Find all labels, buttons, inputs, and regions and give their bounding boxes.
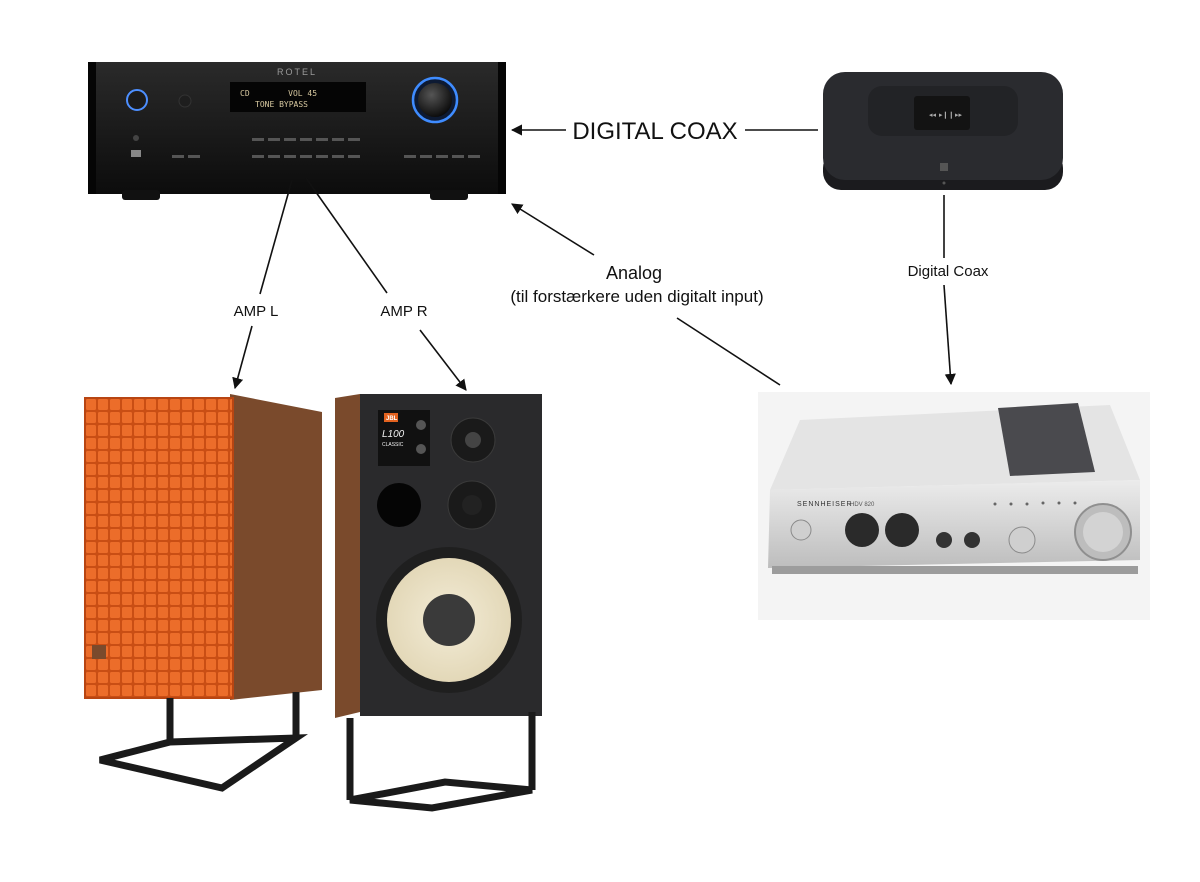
hdv-power-button-icon — [790, 519, 812, 541]
prev-icon: ◂◂ — [929, 112, 937, 119]
play-pause-icon: ▸❙❙ — [939, 111, 954, 119]
hf-level-knob-icon — [416, 420, 426, 430]
streamer-led-icon — [942, 181, 946, 185]
headphone-jack-icon — [133, 135, 139, 141]
rotel-amplifier: ROTEL CD VOL 45 TONE BYPASS — [88, 62, 506, 200]
streamer-control-panel — [914, 96, 970, 130]
amp-foot-right — [430, 190, 468, 200]
next-icon: ▸▸ — [955, 112, 963, 119]
left-speaker-badge-icon — [92, 645, 106, 659]
hdv-model: HDV 820 — [850, 502, 875, 508]
bluesound-streamer: ◂◂ ▸❙❙ ▸▸ — [823, 72, 1063, 190]
analog-sublabel: (til forstærkere uden digitalt input) — [510, 287, 763, 306]
sennheiser-headphone-amp: SENNHEISER HDV 820 — [758, 392, 1150, 620]
mf-level-knob-icon — [416, 444, 426, 454]
hdv-volume-knob-cap-icon — [1083, 512, 1123, 552]
left-speaker — [84, 394, 322, 792]
right-speaker: JBL L100 CLASSIC — [335, 394, 542, 812]
display-line-1: CD VOL 45 — [240, 89, 317, 98]
power-button-icon — [126, 89, 148, 111]
tweeter-dome-icon — [465, 432, 481, 448]
amp-l-line — [259, 179, 293, 295]
midrange-dustcap-icon — [462, 495, 482, 515]
amp-foot-left — [122, 190, 160, 200]
analog-arrow — [511, 203, 595, 256]
jack-6-3mm-icon — [936, 532, 952, 548]
analog-line — [676, 317, 781, 386]
jbl-brand: JBL — [386, 416, 398, 422]
hdv-brand: SENNHEISER — [797, 501, 853, 508]
front-buttons — [172, 138, 480, 158]
right-speaker-stand — [346, 712, 536, 812]
analog-label: Analog — [606, 263, 662, 283]
amp-r-label: AMP R — [380, 303, 427, 320]
orange-quadrex-grille — [85, 398, 233, 698]
woofer-dustcap-icon — [423, 594, 475, 646]
speaker-model-sub: CLASSIC — [382, 442, 404, 448]
speaker-model: L100 — [382, 429, 405, 440]
jbl-logo-icon — [384, 413, 398, 422]
ir-sensor-icon — [178, 94, 192, 108]
volume-knob-icon — [418, 83, 452, 117]
amp-r-arrow — [419, 329, 467, 391]
digital-coax-side-label: Digital Coax — [908, 263, 989, 280]
usb-port-icon — [131, 150, 141, 157]
jack-4-4mm-icon — [964, 532, 980, 548]
amp-r-line — [305, 177, 388, 294]
bass-port-icon — [377, 483, 421, 527]
xlr-4pin-right-icon — [885, 513, 919, 547]
amp-l-label: AMP L — [234, 303, 279, 320]
hdv-glass-top — [998, 403, 1095, 476]
hdv-indicator-leds — [993, 501, 1077, 506]
display-line-2: TONE BYPASS — [255, 100, 308, 109]
input-selector-knob-icon — [1008, 526, 1036, 554]
digital-coax-label: DIGITAL COAX — [572, 118, 737, 145]
bluesound-logo-icon — [940, 163, 948, 171]
amplifier-display — [230, 82, 366, 112]
side-coax-arrow — [943, 284, 956, 386]
left-speaker-stand — [99, 692, 308, 792]
amplifier-brand: ROTEL — [277, 67, 317, 77]
xlr-4pin-left-icon — [845, 513, 879, 547]
amp-l-arrow — [232, 325, 253, 390]
connection-arrows — [232, 124, 956, 391]
